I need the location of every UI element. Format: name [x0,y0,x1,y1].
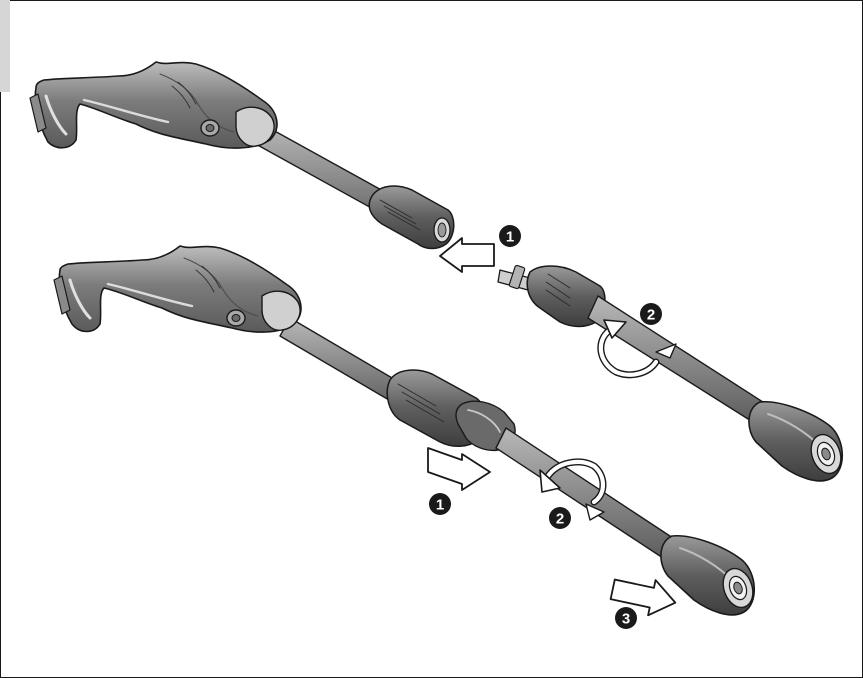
page-tab [0,0,10,92]
step-number-badge: 1 [499,225,521,247]
step-number-1-top: 1 [506,229,514,246]
step-number-badge: 3 [615,607,637,629]
step-number-badge: 2 [549,507,571,529]
step-number-3-bottom: 3 [622,611,630,628]
step-number-2-top: 2 [647,307,655,324]
step-number-1-bottom: 1 [436,497,444,514]
step-number-2-bottom: 2 [556,511,564,528]
step-number-badge: 1 [429,493,451,515]
step-number-badge: 2 [640,303,662,325]
